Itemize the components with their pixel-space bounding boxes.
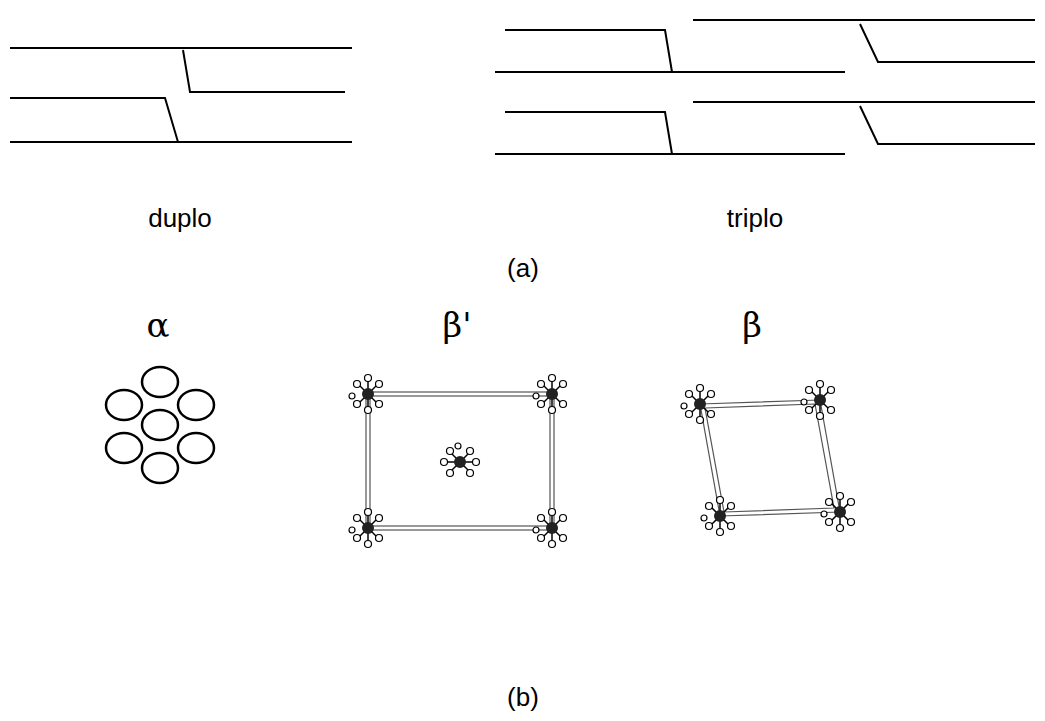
beta-prime-orthorhombic-cell (349, 375, 567, 548)
part-label: triplo (727, 205, 783, 231)
triplo-chains (495, 20, 1035, 154)
duplo-chains (10, 48, 352, 142)
polymorph-label: β' (442, 308, 471, 342)
beta-triclinic-cell (681, 381, 855, 536)
panel-label: (a) (507, 255, 539, 281)
panel-label: (b) (507, 684, 539, 710)
polymorph-label: β (742, 308, 762, 342)
part-label: duplo (148, 205, 212, 231)
alpha-hexagonal-packing (106, 367, 214, 483)
polymorph-label: α (147, 308, 170, 342)
